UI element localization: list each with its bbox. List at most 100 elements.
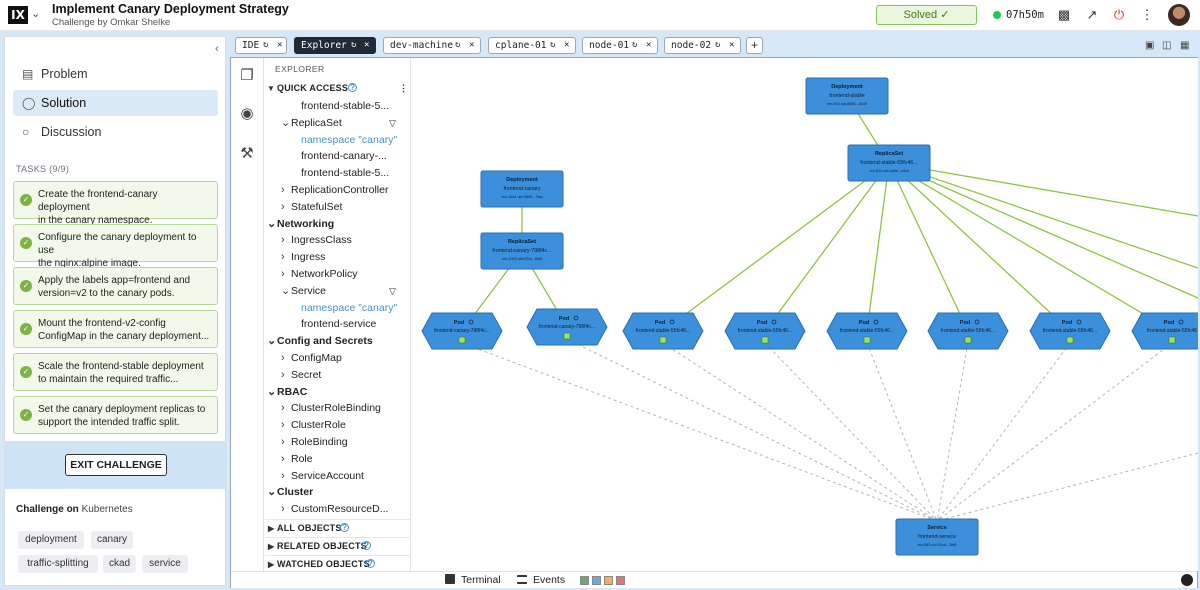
tree-item[interactable]: frontend-canary-... — [265, 148, 410, 165]
status-swatch[interactable] — [616, 576, 625, 585]
pod-node[interactable]: Podfrontend-stable-55fc46... — [622, 312, 704, 350]
tree-group[interactable]: ⌄Config and Secrets — [265, 333, 410, 350]
help-icon[interactable]: ? — [340, 523, 349, 532]
tree-item[interactable]: frontend-stable-5... — [265, 165, 410, 182]
chevron-right-icon[interactable]: › — [281, 436, 285, 448]
tree-group[interactable]: ⌄RBAC — [265, 384, 410, 401]
tree-item[interactable]: ›ReplicationController — [265, 182, 410, 199]
tree-item[interactable]: ›Ingress — [265, 249, 410, 266]
layout-single-icon[interactable]: ▣ — [1145, 40, 1155, 51]
pod-node[interactable]: Podfrontend-stable-55fc46... — [826, 312, 908, 350]
help-icon[interactable]: ? — [362, 541, 371, 550]
eye-icon[interactable]: ◉ — [240, 105, 254, 122]
external-link-icon[interactable]: ↗ — [1086, 7, 1098, 22]
nav-solution[interactable]: ◯ Solution — [13, 90, 218, 116]
app-logo[interactable]: IX — [8, 6, 28, 24]
tree-item[interactable]: ⌄ReplicaSet▽ — [265, 115, 410, 132]
more-vertical-icon[interactable]: ⋮ — [399, 83, 409, 93]
pod-node[interactable]: Podfrontend-stable-55fc46... — [724, 312, 806, 350]
files-icon[interactable]: ❐ — [240, 67, 254, 84]
chevron-down-icon[interactable]: ⌄ — [267, 486, 277, 499]
help-icon[interactable]: ? — [348, 83, 357, 92]
tree-item[interactable]: ›ServiceAccount — [265, 468, 410, 485]
chevron-right-icon[interactable]: › — [281, 200, 285, 213]
tree-item[interactable]: ›IngressClass — [265, 232, 410, 249]
replicaset-node[interactable]: ReplicaSetfrontend-canary-798f4c...rev-1… — [480, 232, 564, 270]
task-item[interactable]: ✓ Scale the frontend-stable deployment t… — [13, 353, 218, 391]
tag-chip[interactable]: ckad — [103, 555, 136, 573]
close-icon[interactable]: ✕ — [277, 40, 283, 50]
chevron-right-icon[interactable]: › — [281, 352, 285, 364]
tree-group[interactable]: ⌄Networking — [265, 216, 410, 233]
tab-dev-machine[interactable]: dev-machine ↻ ✕ — [383, 37, 481, 54]
close-icon[interactable]: ✕ — [729, 40, 735, 50]
tab-node-01[interactable]: node-01 ↻ ✕ — [582, 37, 658, 54]
tree-item[interactable]: ›ConfigMap — [265, 350, 410, 367]
tab-cplane-01[interactable]: cplane-01 ↻ ✕ — [488, 37, 576, 54]
status-swatch[interactable] — [592, 576, 601, 585]
watched-objects-section[interactable]: ▶ WATCHED OBJECTS ? — [265, 555, 410, 571]
chevron-right-icon[interactable]: › — [281, 251, 285, 264]
tag-chip[interactable]: service — [142, 555, 188, 573]
chevron-down-icon[interactable]: ⌄ — [267, 217, 277, 230]
help-icon[interactable]: ? — [366, 559, 375, 568]
chevron-right-icon[interactable]: › — [281, 268, 285, 280]
tag-chip[interactable]: traffic-splitting — [18, 555, 98, 573]
refresh-icon[interactable]: ↻ — [351, 40, 357, 50]
chevron-right-icon[interactable]: › — [281, 503, 285, 516]
nav-discussion[interactable]: ○ Discussion — [13, 119, 218, 145]
github-icon[interactable] — [1181, 574, 1193, 586]
nav-problem[interactable]: ▤ Problem — [13, 61, 218, 87]
collapse-panel-icon[interactable]: ‹ — [215, 43, 219, 55]
chevron-down-icon[interactable]: ⌄ — [281, 284, 291, 297]
tree-item[interactable]: frontend-stable-5... — [265, 98, 410, 115]
tree-item[interactable]: ›Role — [265, 451, 410, 468]
refresh-icon[interactable]: ↻ — [550, 40, 556, 50]
challenge-on-value[interactable]: Kubernetes — [81, 504, 133, 515]
tree-item[interactable]: frontend-service — [265, 316, 410, 333]
refresh-icon[interactable]: ↻ — [263, 40, 269, 50]
refresh-icon[interactable]: ↻ — [455, 40, 461, 50]
status-swatch[interactable] — [580, 576, 589, 585]
terminal-button[interactable]: Terminal — [445, 573, 501, 588]
chevron-down-icon[interactable]: ⌄ — [267, 385, 277, 398]
tree-item[interactable]: ›NetworkPolicy — [265, 266, 410, 283]
tree-item[interactable]: ›ClusterRoleBinding — [265, 400, 410, 417]
close-icon[interactable]: ✕ — [646, 40, 652, 50]
refresh-icon[interactable]: ↻ — [715, 40, 721, 50]
tree-item[interactable]: ›RoleBinding — [265, 434, 410, 451]
task-item[interactable]: ✓ Apply the labels app=frontend and vers… — [13, 267, 218, 305]
chevron-right-icon[interactable]: › — [281, 402, 285, 415]
task-list[interactable]: ✓ Create the frontend-canary deployment … — [5, 179, 225, 439]
tree-item[interactable]: ›CustomResourceD... — [265, 501, 410, 518]
close-icon[interactable]: ✕ — [364, 40, 370, 50]
events-button[interactable]: Events — [517, 573, 565, 588]
chevron-down-icon[interactable]: ⌄ — [31, 8, 41, 20]
pod-node[interactable]: Podfrontend-stable-55fc46... — [1029, 312, 1111, 350]
tree-item[interactable]: ›ClusterRole — [265, 417, 410, 434]
tree-item[interactable]: ›StatefulSet — [265, 199, 410, 216]
terminal-icon[interactable]: ▩ — [1057, 7, 1071, 22]
task-item[interactable]: ✓ Set the canary deployment replicas to … — [13, 396, 218, 434]
all-objects-section[interactable]: ▶ ALL OBJECTS ? — [265, 519, 410, 536]
pod-node[interactable]: Podfrontend-canary-798f4c... — [526, 308, 608, 346]
tree-item[interactable]: ⌄Service▽ — [265, 283, 410, 300]
pod-node[interactable]: Podfrontend-canary-798f4c... — [421, 312, 503, 350]
chevron-right-icon[interactable]: › — [281, 368, 285, 381]
tree-group[interactable]: ⌄Cluster — [265, 484, 410, 501]
layout-split-icon[interactable]: ◫ — [1162, 40, 1172, 51]
task-item[interactable]: ✓ Mount the frontend-v2-config ConfigMap… — [13, 310, 218, 348]
tag-chip[interactable]: canary — [91, 531, 133, 549]
exit-challenge-button[interactable]: EXIT CHALLENGE — [65, 454, 167, 476]
tag-chip[interactable]: deployment — [18, 531, 84, 549]
quick-access-section[interactable]: ▼ QUICK ACCESS ? ⋮ — [265, 80, 410, 97]
chevron-right-icon[interactable]: › — [281, 234, 285, 247]
avatar[interactable] — [1168, 4, 1190, 26]
task-item[interactable]: ✓ Configure the canary deployment to use… — [13, 224, 218, 269]
power-icon[interactable]: ⏻ — [1113, 7, 1125, 22]
tools-icon[interactable]: ⚒ — [240, 145, 254, 162]
